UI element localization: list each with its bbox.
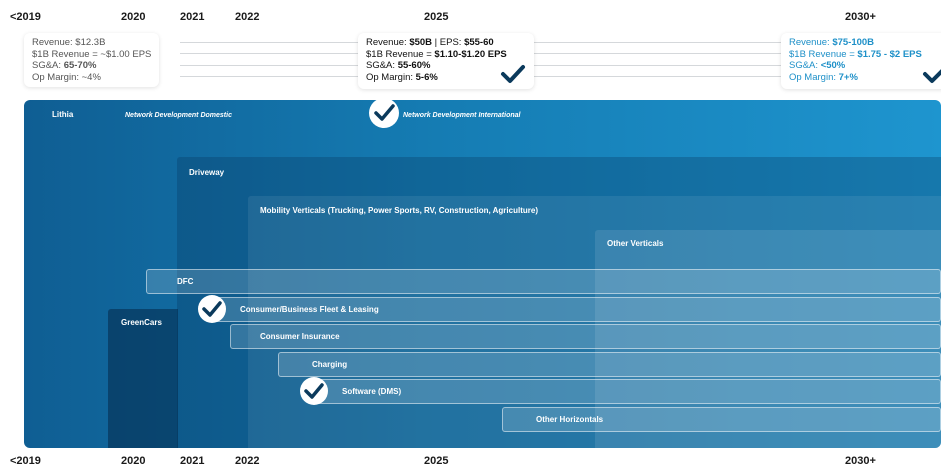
mobility-label: Mobility Verticals (Trucking, Power Spor… <box>260 206 538 215</box>
metrics-card-2025: Revenue: $50B | EPS: $55-60 $1B Revenue … <box>358 33 534 89</box>
other-verticals-label: Other Verticals <box>607 239 664 248</box>
year-label-bottom: 2030+ <box>845 455 876 467</box>
driveway-label: Driveway <box>189 168 225 177</box>
dfc-label: DFC <box>177 277 194 286</box>
card-eps: $1B Revenue = $1.75 - $2 EPS <box>789 48 922 60</box>
card-op-margin: Op Margin: ~4% <box>32 71 101 83</box>
network-international-label: Network Development International <box>403 112 521 119</box>
fleet-leasing-label: Consumer/Business Fleet & Leasing <box>240 305 379 314</box>
year-label-top: 2020 <box>121 11 146 23</box>
dfc-bar: DFC <box>146 269 941 294</box>
year-label-bottom: 2022 <box>235 455 260 467</box>
checkmark-icon <box>369 100 399 128</box>
year-label-bottom: 2021 <box>180 455 205 467</box>
card-revenue: Revenue: $12.3B <box>32 37 106 48</box>
year-label-top: 2025 <box>424 11 449 23</box>
card-eps: $1B Revenue = $1.10-$1.20 EPS <box>366 48 507 60</box>
card-sga: SG&A: 65-70% <box>32 60 97 71</box>
year-label-top: 2022 <box>235 11 260 23</box>
network-domestic-label: Network Development Domestic <box>125 112 232 119</box>
card-op-margin: Op Margin: 5-6% <box>366 71 438 83</box>
software-label: Software (DMS) <box>342 387 402 396</box>
checkmark-icon <box>300 377 328 405</box>
fleet-leasing-bar: Consumer/Business Fleet & Leasing <box>212 297 941 322</box>
card-eps: $1B Revenue = ~$1.00 EPS <box>32 48 152 60</box>
roadmap-main-block: Lithia Network Development Domestic Netw… <box>24 100 941 448</box>
checkmark-icon <box>198 295 226 323</box>
other-horizontals-bar: Other Horizontals <box>502 407 941 432</box>
year-label-bottom: 2025 <box>424 455 449 467</box>
year-label-bottom: <2019 <box>10 455 41 467</box>
year-label-top: <2019 <box>10 11 41 23</box>
year-label-top: 2030+ <box>845 11 876 23</box>
card-revenue: Revenue: $50B | EPS: $55-60 <box>366 37 494 48</box>
checkmark-icon <box>501 65 525 83</box>
software-bar: Software (DMS) <box>308 379 941 404</box>
insurance-label: Consumer Insurance <box>260 332 340 341</box>
metrics-card-2019: Revenue: $12.3B $1B Revenue = ~$1.00 EPS… <box>24 33 160 87</box>
checkmark-icon <box>923 69 941 83</box>
greencars-label: GreenCars <box>121 318 162 327</box>
greencars-block <box>108 309 178 448</box>
charging-label: Charging <box>312 360 348 369</box>
year-label-bottom: 2020 <box>121 455 146 467</box>
charging-bar: Charging <box>278 352 941 377</box>
other-verticals-block <box>595 230 941 448</box>
insurance-bar: Consumer Insurance <box>230 324 941 349</box>
card-op-margin: Op Margin: 7+% <box>789 71 858 83</box>
lithia-label: Lithia <box>52 110 74 119</box>
card-sga: SG&A: <50% <box>789 60 846 71</box>
year-label-top: 2021 <box>180 11 205 23</box>
other-horizontals-label: Other Horizontals <box>536 415 604 424</box>
card-revenue: Revenue: $75-100B <box>789 37 875 48</box>
mobility-block <box>248 196 941 448</box>
metrics-card-2030: Revenue: $75-100B $1B Revenue = $1.75 - … <box>781 33 941 89</box>
card-sga: SG&A: 55-60% <box>366 60 431 71</box>
